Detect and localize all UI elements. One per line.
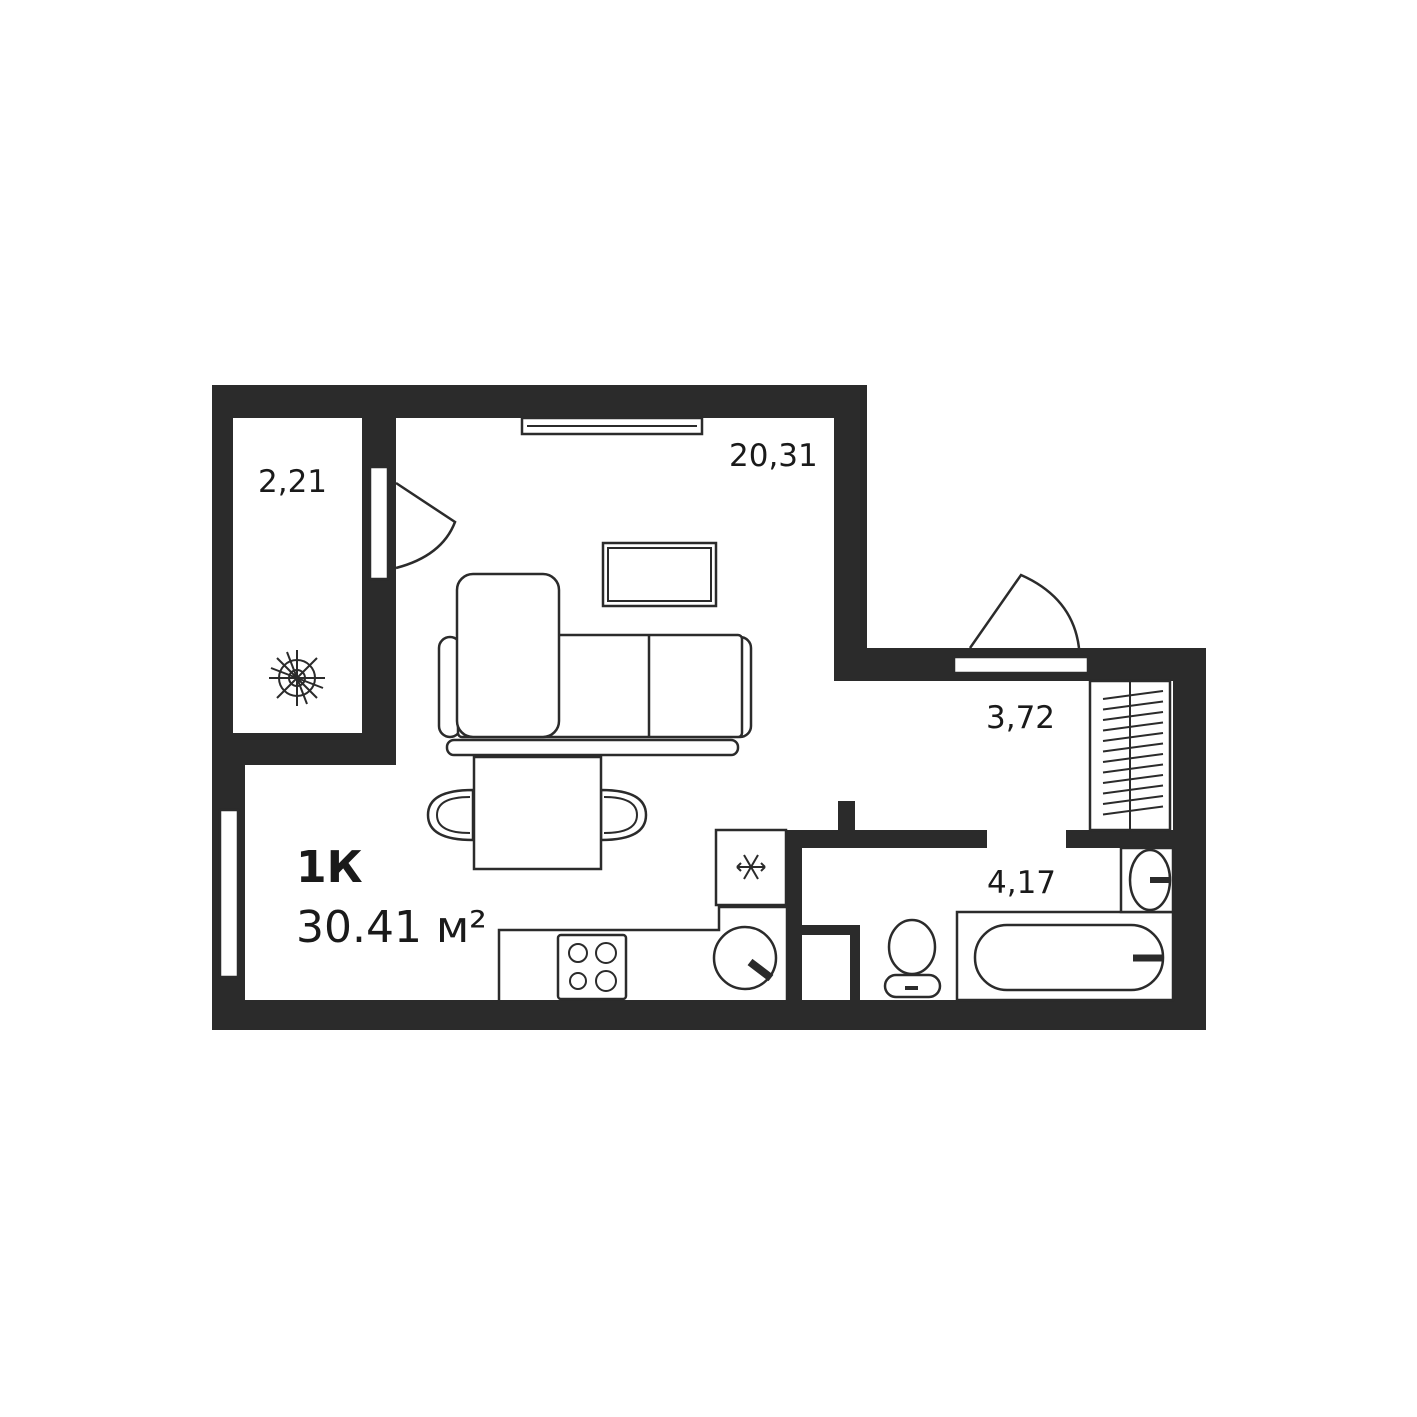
wardrobe-hanger [1102,690,1164,700]
total-area-label: 30.41 м² [296,902,487,953]
living-room-area-label: 20,31 [729,438,818,474]
bathroom-area-label: 4,17 [987,865,1056,901]
balcony-area-label: 2,21 [258,464,327,500]
wardrobe-hanger [1102,700,1164,711]
windows [218,416,1090,979]
sofa [437,572,753,757]
wardrobe-hanger [1102,721,1164,732]
wardrobe-hanger [1102,753,1164,763]
tv [601,541,718,608]
plant-icon [269,650,325,706]
wardrobe-hanger [1102,774,1164,784]
wardrobe [1088,679,1172,832]
wardrobe-hanger [1102,711,1164,721]
wardrobe-hanger [1102,784,1164,795]
apartment-type-label: 1К [296,842,363,893]
wardrobe-hanger [1102,795,1164,805]
wardrobe-hanger [1102,732,1164,742]
kitchen-counter [497,905,789,1001]
dining-table [426,755,648,871]
walls [212,385,1206,1030]
snowflake-icon [736,854,766,880]
wardrobe-hanger [1102,805,1164,816]
balcony-door [395,481,457,570]
bathroom-fixtures [883,846,1175,1002]
wardrobe-hanger [1102,742,1164,753]
wardrobe-hanger [1102,763,1164,774]
entry-door [968,573,1081,649]
hallway-area-label: 3,72 [986,700,1055,736]
fridge [714,828,788,907]
